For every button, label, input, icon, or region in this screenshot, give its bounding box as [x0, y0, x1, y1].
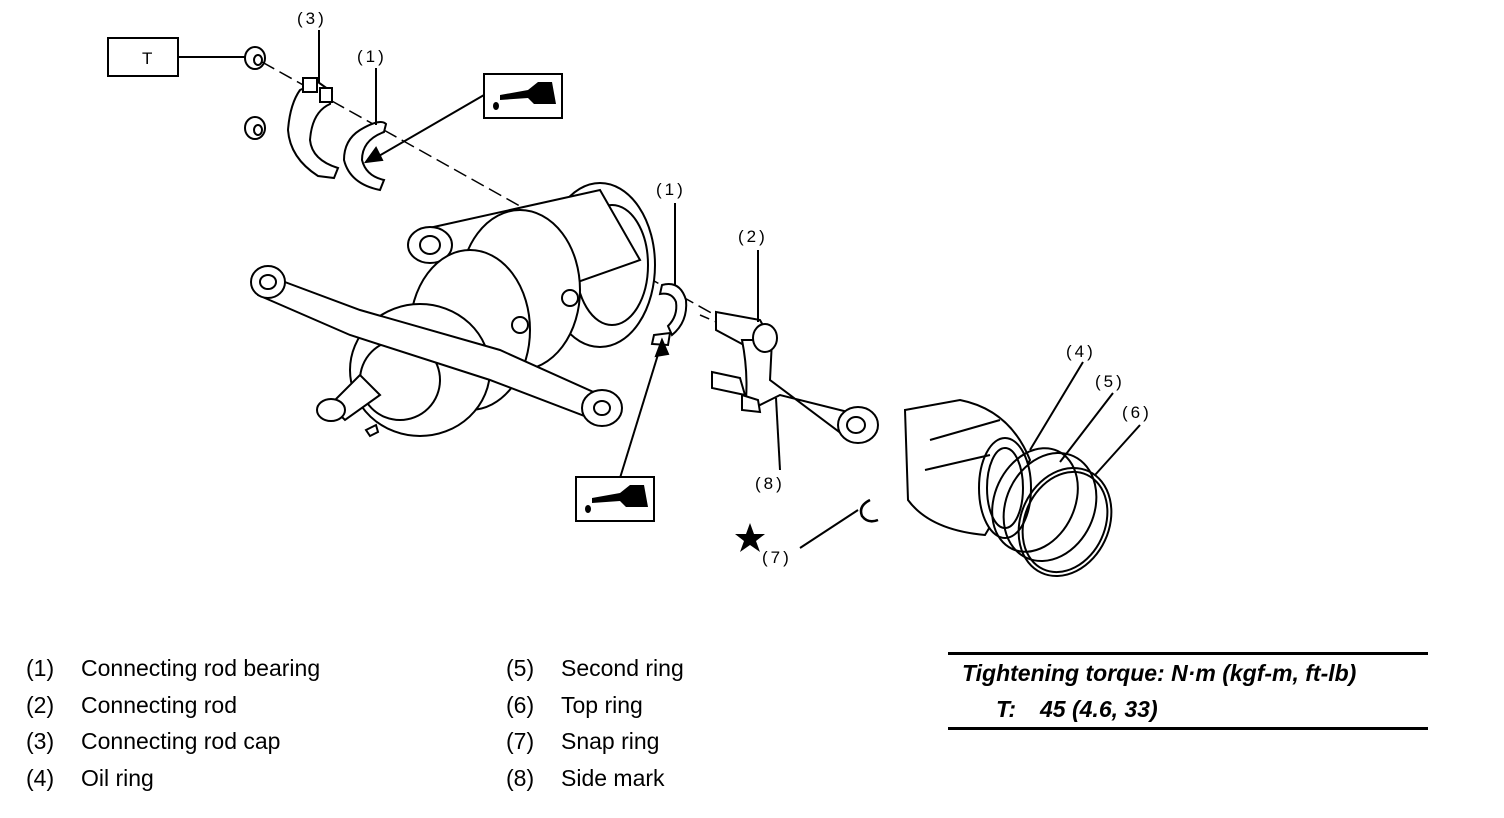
nut-top [244, 46, 266, 70]
exploded-view-diagram: T (3) (1) (1) (2) (4) (5) (6) (8) (7) [107, 9, 1152, 578]
bearing-half-upper [342, 121, 388, 192]
second-ring [1002, 451, 1098, 563]
legend-item: (7)Snap ring [506, 728, 660, 754]
legend-left: (1)Connecting rod bearing (2)Connecting … [26, 655, 320, 801]
legend-item: (3)Connecting rod cap [26, 728, 281, 754]
callout-7: (7) [762, 548, 792, 567]
oil-ring [991, 447, 1079, 553]
piston [903, 398, 1032, 539]
star-icon [735, 523, 765, 552]
torque-value-row: T: 45 (4.6, 33) [948, 691, 1428, 727]
callout-3: (3) [297, 9, 327, 28]
legend-item: (2)Connecting rod [26, 691, 237, 718]
torque-title: Tightening torque: N·m (kgf-m, ft-lb) [962, 660, 1357, 686]
torque-box-label: T [142, 49, 155, 68]
callout-1-lower: (1) [656, 180, 686, 199]
legend-item: (5)Second ring [506, 655, 684, 681]
callout-6: (6) [1122, 403, 1152, 422]
legend-item: (8)Side mark [506, 764, 665, 791]
connecting-rod-cap [286, 80, 340, 180]
callout-8: (8) [755, 474, 785, 493]
connecting-rod [711, 310, 879, 444]
top-ring [1017, 466, 1113, 578]
legend-item: (6)Top ring [506, 691, 643, 718]
snap-ring [859, 498, 879, 523]
callout-5: (5) [1095, 372, 1125, 391]
torque-symbol: T: [996, 696, 1017, 722]
torque-spec-table: Tightening torque: N·m (kgf-m, ft-lb) T:… [948, 652, 1428, 730]
connecting-rod-assembled [250, 265, 623, 427]
bearing-half-lower [658, 283, 688, 337]
legend-item: (1)Connecting rod bearing [26, 655, 321, 681]
divider [948, 727, 1428, 730]
torque-callout-box [107, 37, 179, 77]
torque-value: 45 (4.6, 33) [1040, 696, 1158, 722]
nut-bottom [244, 116, 266, 140]
legend-right: (5)Second ring (6)Top ring (7)Snap ring … [506, 655, 684, 801]
oil-can-icon [493, 82, 556, 110]
divider [948, 652, 1428, 655]
oil-can-icon [585, 485, 648, 513]
legend-item: (4)Oil ring [26, 764, 154, 791]
callout-4: (4) [1066, 342, 1096, 361]
callout-1-upper: (1) [357, 47, 387, 66]
callout-2: (2) [738, 227, 768, 246]
